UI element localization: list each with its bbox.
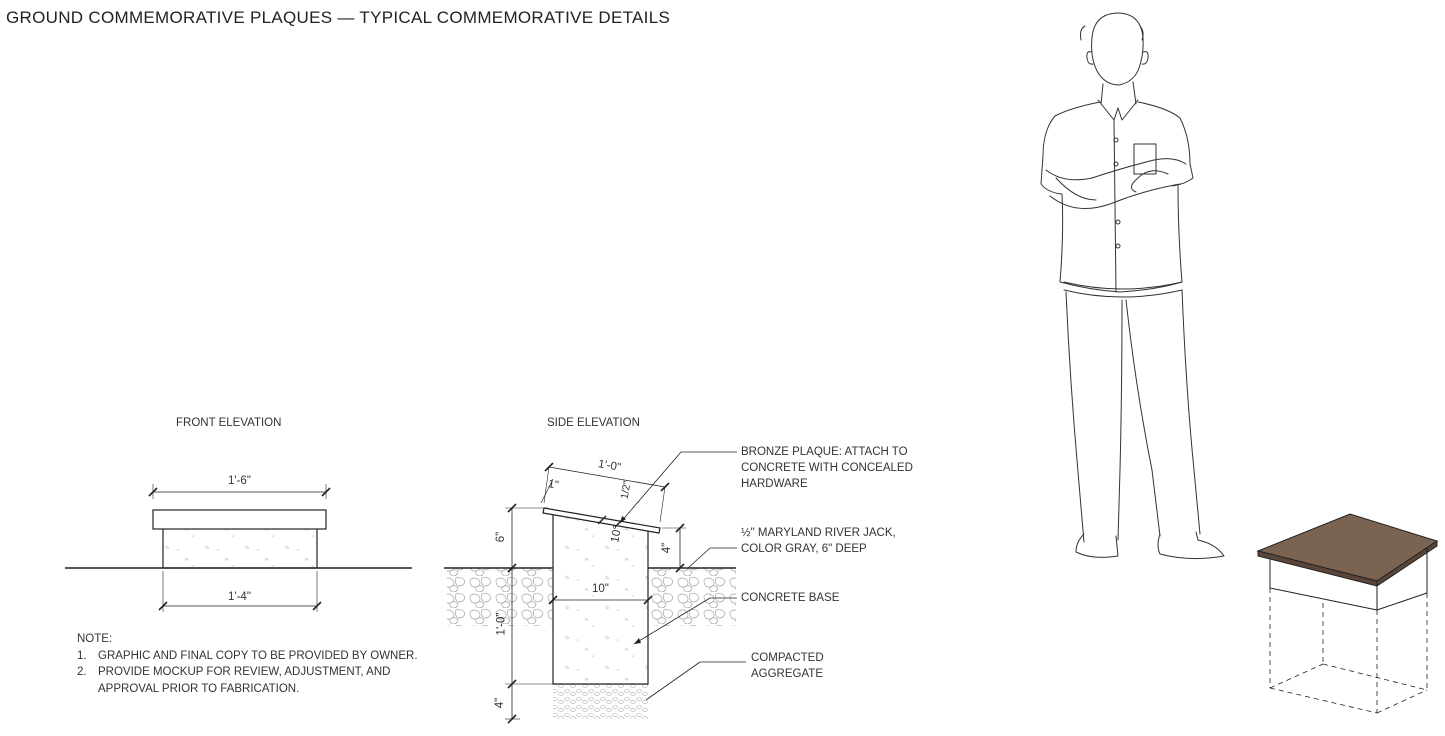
side-dim-10: 10" — [592, 583, 609, 595]
side-dim-4-right: 4" — [661, 542, 674, 554]
front-elevation — [65, 484, 412, 612]
side-dim-1-0: 1'-0" — [495, 612, 508, 636]
note-item: 1. GRAPHIC AND FINAL COPY TO BE PROVIDED… — [77, 649, 418, 662]
callout-aggregate: COMPACTED AGGREGATE — [751, 652, 824, 680]
plaque-top — [1256, 513, 1439, 582]
side-elevation — [444, 451, 746, 724]
callout-river-jack: ½" MARYLAND RIVER JACK, COLOR GRAY, 6" D… — [741, 527, 896, 555]
aggregate-bed — [553, 684, 648, 719]
note-item: 2. PROVIDE MOCKUP FOR REVIEW, ADJUSTMENT… — [77, 666, 391, 678]
callout-concrete-base: CONCRETE BASE — [741, 592, 840, 604]
front-dim-bottom: 1'-4" — [228, 591, 251, 603]
river-jack-right — [648, 568, 736, 626]
notes-heading: NOTE: — [77, 633, 113, 645]
page-title: GROUND COMMEMORATIVE PLAQUES — TYPICAL C… — [6, 8, 671, 27]
front-elevation-heading: FRONT ELEVATION — [176, 417, 282, 429]
scale-figure — [1040, 12, 1225, 560]
side-dim-one-inch: 1" — [547, 478, 560, 492]
river-jack-left — [447, 568, 553, 626]
callout-plaque: BRONZE PLAQUE: ATTACH TO CONCRETE WITH C… — [741, 446, 913, 490]
concrete-block — [162, 527, 318, 569]
front-dim-top: 1'-6" — [228, 475, 251, 487]
side-dim-6: 6" — [495, 531, 508, 543]
notes-block: NOTE: 1. GRAPHIC AND FINAL COPY TO BE PR… — [77, 631, 418, 697]
axon-plaque — [1256, 513, 1439, 714]
side-elevation-heading: SIDE ELEVATION — [547, 417, 640, 429]
concrete-base — [552, 511, 649, 685]
plaque-front — [152, 509, 327, 530]
note-item-continued: APPROVAL PRIOR TO FABRICATION. — [98, 682, 300, 695]
side-dim-4-bottom: 4" — [494, 697, 507, 709]
